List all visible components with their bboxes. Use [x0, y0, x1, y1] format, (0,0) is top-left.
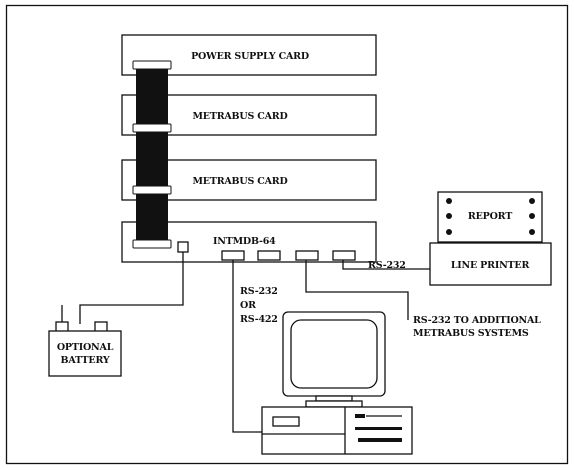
- battery-label-line1: OPTIONAL: [57, 342, 114, 353]
- expansion-label-line1: RS-232 TO ADDITIONAL: [413, 315, 541, 326]
- expansion-port: [295, 250, 319, 261]
- printer-wire: [342, 260, 430, 270]
- pc-wire: [232, 260, 262, 433]
- expansion-label-line2: METRABUS SYSTEMS: [413, 328, 529, 339]
- disk-drive: [272, 416, 300, 427]
- intmdb-card-label: INTMDB-64: [213, 236, 276, 247]
- report-hole: [529, 229, 535, 235]
- pc-link-label-line3: RS-422: [240, 314, 278, 325]
- pc-port: [221, 250, 245, 261]
- report-hole: [446, 213, 452, 219]
- diagram-frame: [5, 4, 569, 465]
- battery-port: [177, 241, 189, 253]
- report-hole: [529, 198, 535, 204]
- battery-box: [48, 330, 122, 377]
- pc-link-label-line1: RS-232: [240, 286, 278, 297]
- metrabus-card-2-label: METRABUS CARD: [192, 176, 287, 187]
- monitor-screen: [290, 319, 378, 389]
- monitor-base: [305, 400, 363, 408]
- battery-wire: [79, 252, 184, 324]
- ribbon-connector: [132, 185, 172, 195]
- drive-slot: [358, 438, 402, 442]
- battery-label-line2: BATTERY: [61, 355, 110, 366]
- computer-case: [261, 406, 413, 455]
- report-hole: [446, 229, 452, 235]
- printer-box: [429, 242, 552, 286]
- unused-port: [257, 250, 281, 261]
- connection-wires: [61, 252, 430, 433]
- line-printer-label: LINE PRINTER: [451, 260, 530, 271]
- metrabus-card-1-label: METRABUS CARD: [192, 111, 287, 122]
- monitor-stand: [315, 395, 353, 402]
- report-sheet: [437, 191, 543, 243]
- printer-link-label: RS-232: [368, 260, 406, 271]
- card-rack: POWER SUPPLY CARD METRABUS CARD METRABUS…: [121, 34, 377, 263]
- printer-port: [332, 250, 356, 261]
- ribbon-cable: [136, 62, 168, 244]
- ribbon-connector: [132, 60, 172, 70]
- drive-slot: [355, 427, 402, 430]
- computer-icon: [261, 311, 413, 455]
- ribbon-connector: [132, 123, 172, 133]
- drive-slot: [355, 414, 365, 418]
- report-hole: [529, 213, 535, 219]
- report-hole: [446, 198, 452, 204]
- optional-battery: OPTIONAL BATTERY: [48, 321, 122, 377]
- report-label: REPORT: [468, 211, 512, 222]
- ribbon-connector: [132, 239, 172, 249]
- expansion-wire: [305, 260, 409, 320]
- pc-link-label-line2: OR: [240, 300, 256, 311]
- power-supply-card-label: POWER SUPPLY CARD: [191, 51, 309, 62]
- line-printer: REPORT LINE PRINTER: [429, 191, 552, 286]
